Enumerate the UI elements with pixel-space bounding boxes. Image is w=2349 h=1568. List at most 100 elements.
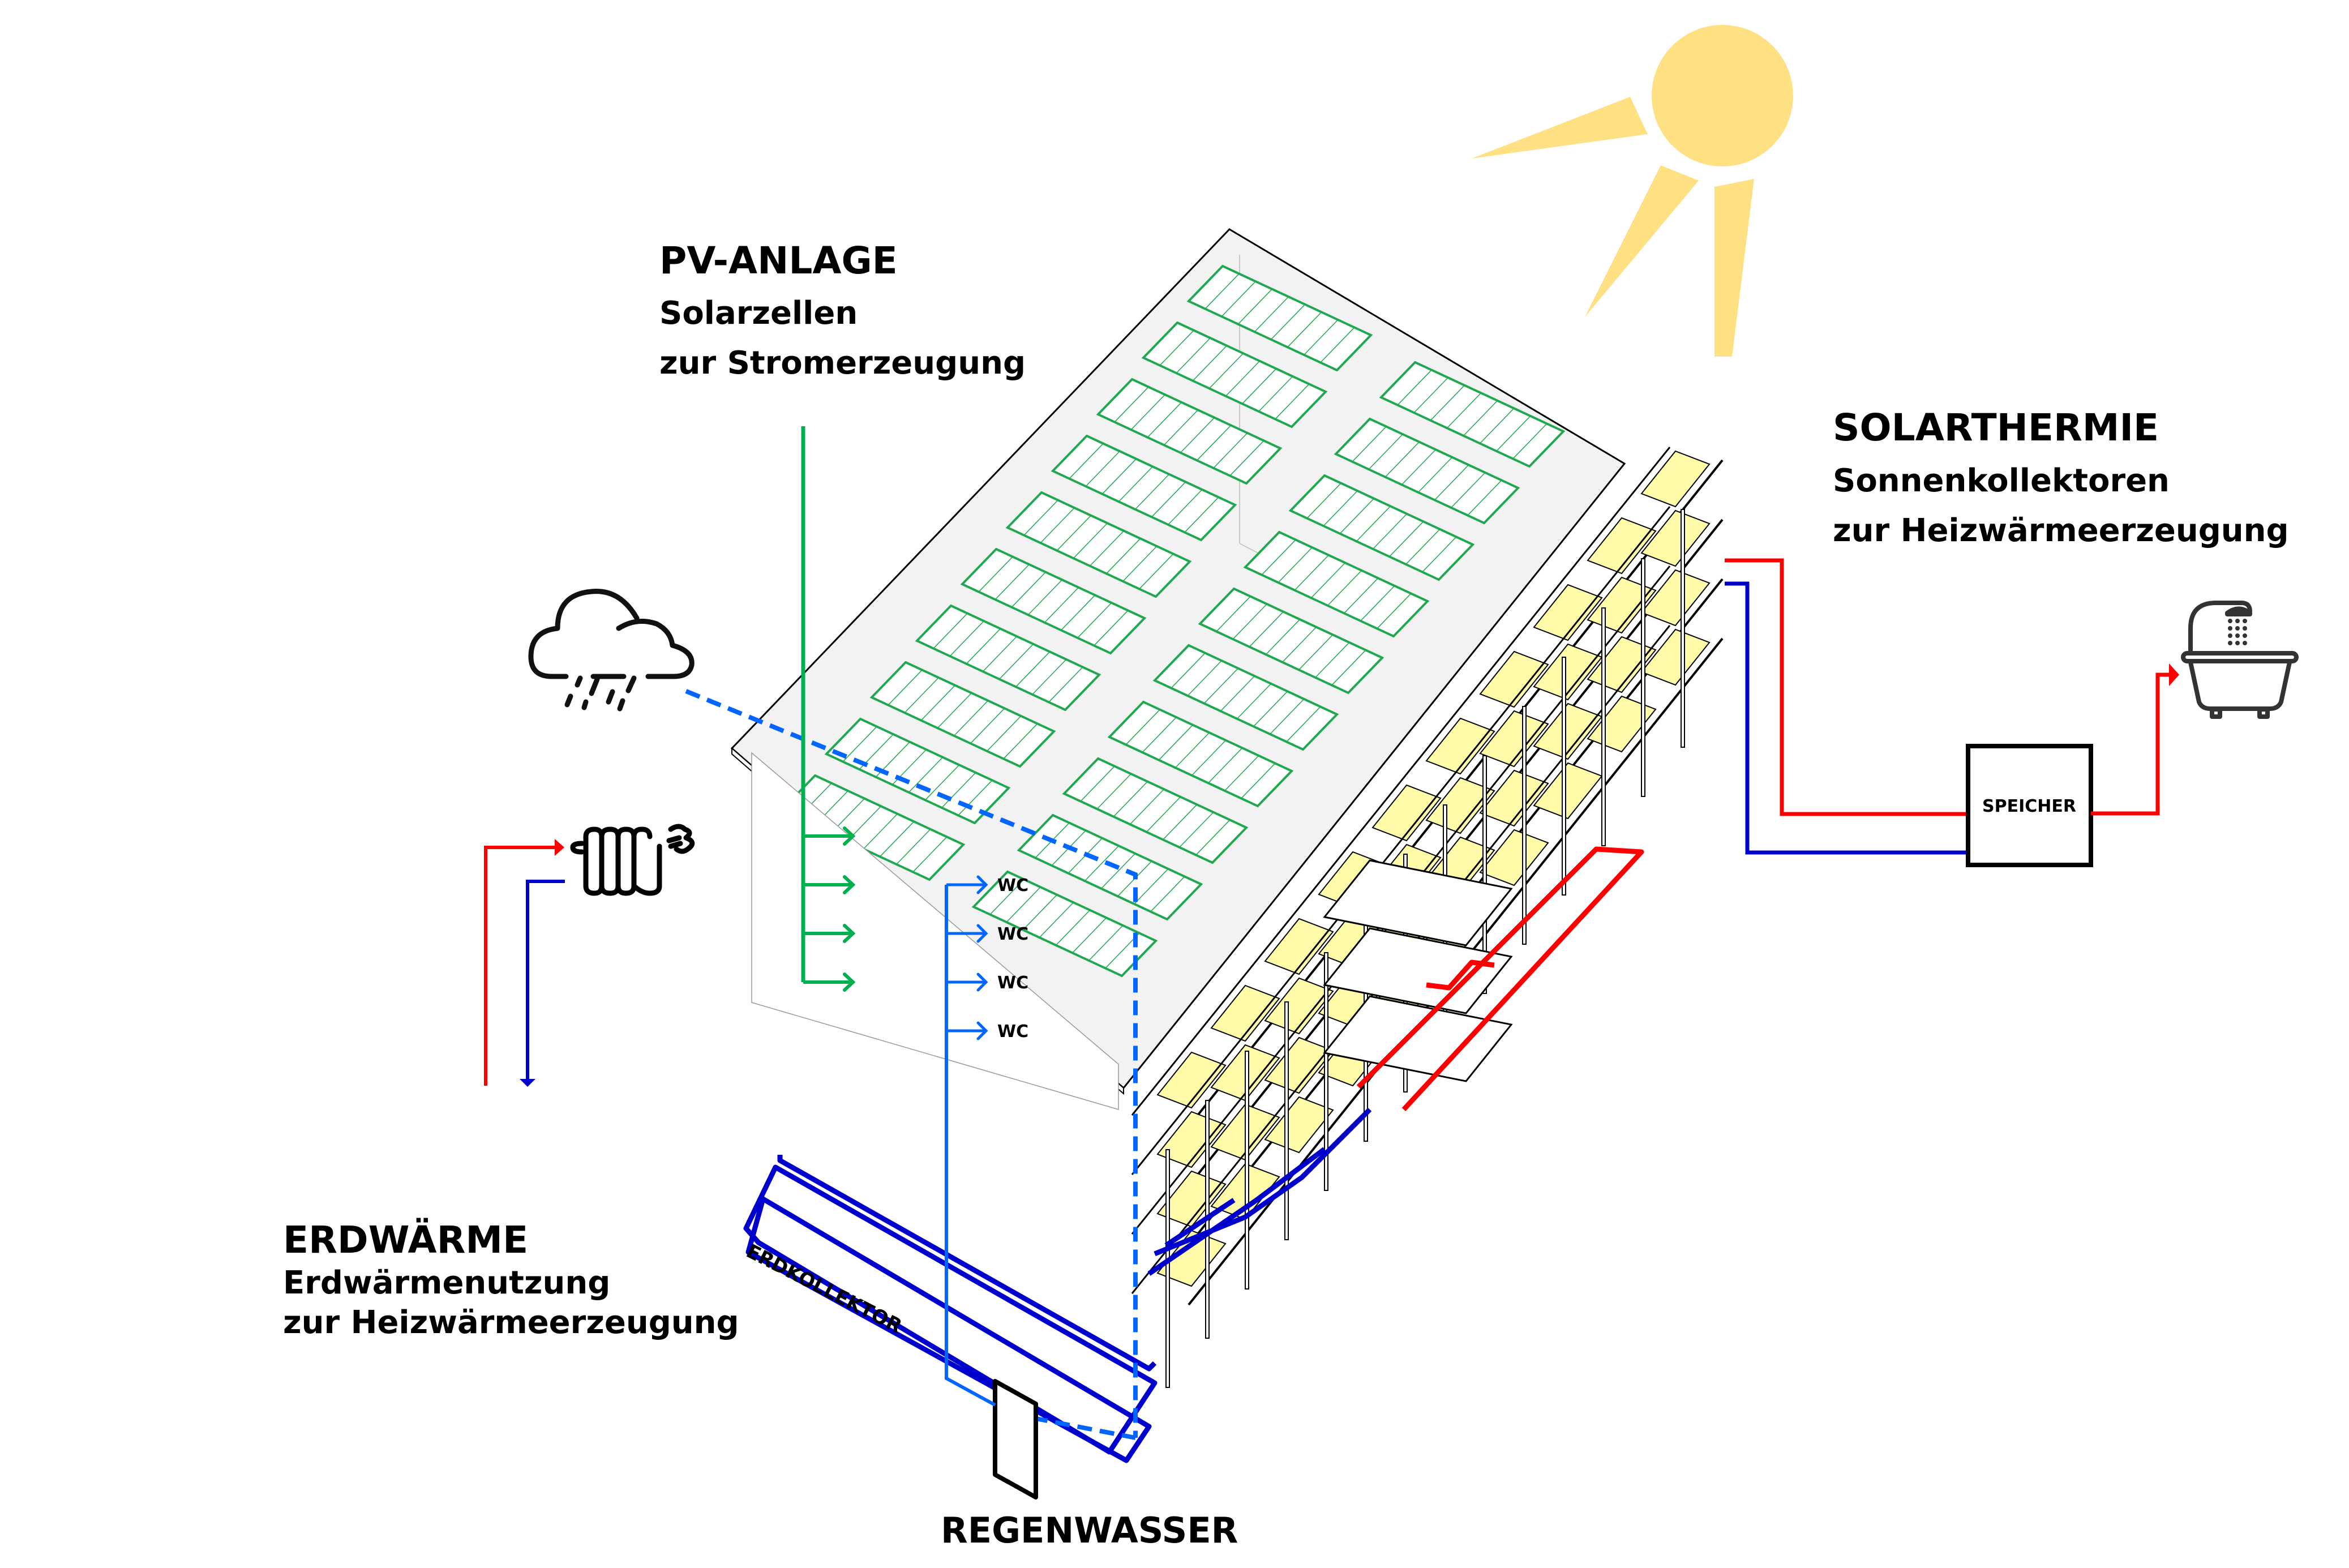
scaffold-post [1245, 1051, 1249, 1289]
solar-collector-panel [1533, 702, 1603, 760]
erdwaerme-label-group: ERDWÄRME Erdwärmenutzung zur Heizwärmeer… [283, 1218, 739, 1341]
scaffold-post [1641, 558, 1645, 797]
solar-cold-pipe [1725, 581, 1968, 855]
pv-outlet-arrow [803, 826, 856, 846]
pv-label-group: PV-ANLAGE Solarzellen zur Stromerzeugung [659, 239, 1026, 382]
solar-hot-pipe [1725, 558, 1968, 816]
scaffold-post [1562, 657, 1566, 896]
solar-collector-panel [1479, 829, 1549, 886]
wc-outlet: WC [946, 972, 1028, 993]
pv-outlet-arrow [803, 875, 856, 894]
pv-module [1017, 813, 1203, 921]
solar-collector-panel [1371, 784, 1442, 842]
scaffold-post [1284, 1001, 1289, 1240]
scaffold-post [1324, 952, 1328, 1191]
pv-subtitle-2: zur Stromerzeugung [659, 345, 1026, 382]
geothermal-hot-pipe [484, 846, 558, 1086]
pv-module [1051, 434, 1237, 542]
geothermal-cold-pipe [526, 880, 565, 1080]
wc-outlet: WC [946, 1021, 1028, 1042]
scaffold-floor [1131, 447, 1724, 1128]
balcony-slab [1323, 927, 1513, 1014]
pv-module [1062, 757, 1249, 864]
solar-collector-panel [1264, 977, 1334, 1035]
solar-collector-panel [1264, 918, 1334, 975]
pv-module [1243, 530, 1430, 638]
solar-collector-panel [1156, 1051, 1227, 1109]
pv-module [960, 547, 1147, 655]
solarthermie-subtitle-1: Sonnenkollektoren [1833, 462, 2170, 499]
solar-collector-panel [1533, 643, 1603, 701]
cistern-tank-icon [993, 1379, 1038, 1500]
pv-module [1141, 321, 1328, 429]
pv-module-array [779, 264, 1566, 978]
solar-collector-panel [1587, 517, 1657, 575]
solarthermie-subtitle-2: zur Heizwärmeerzeugung [1833, 512, 2289, 549]
erdwaerme-subtitle-1: Erdwärmenutzung [283, 1265, 610, 1301]
pv-module [1107, 700, 1294, 808]
arrow-right-icon [2169, 663, 2179, 686]
pv-module [1096, 378, 1283, 485]
storage-tank-box [1966, 744, 2093, 867]
bathtub-shower-icon [2181, 601, 2299, 719]
solar-collector-panel [1640, 628, 1711, 686]
pv-subtitle-1: Solarzellen [659, 295, 858, 332]
erdwaerme-title: ERDWÄRME [283, 1218, 528, 1262]
solar-collector-panel [1533, 584, 1603, 641]
balcony-slab [1323, 995, 1513, 1082]
wc-branches: WC WC WC WC [946, 875, 1028, 1042]
scaffold-post [1165, 1149, 1170, 1388]
pv-title: PV-ANLAGE [659, 239, 898, 282]
scaffold-post [1601, 607, 1606, 846]
pv-module [1379, 361, 1566, 468]
sun-icon [1472, 25, 1793, 357]
solar-collector-scaffold [1131, 447, 1724, 1388]
scaffold-post [1681, 509, 1685, 748]
erdwaerme-subtitle-2: zur Heizwärmeerzeugung [283, 1304, 739, 1341]
pv-outlet-arrow [803, 924, 856, 943]
solar-collector-panel [1264, 1096, 1334, 1154]
wc-label: WC [997, 876, 1028, 896]
rainwater-collection-pipe [685, 689, 1138, 1440]
solar-collector-panel [1640, 450, 1711, 508]
solar-collector-panel [1264, 1036, 1334, 1094]
balcony-slab [1323, 859, 1513, 946]
storage-tank-label: SPEICHER [1982, 796, 2076, 816]
solarthermie-title: SOLARTHERMIE [1833, 406, 2159, 449]
scaffold-post [1522, 706, 1527, 945]
pv-module [1334, 417, 1520, 525]
building-facade [751, 752, 1119, 1110]
heating-pipe-loops [1356, 846, 1644, 1112]
shower-drops [2228, 619, 2247, 645]
solar-collector-panel [1210, 984, 1280, 1042]
pv-module [1198, 587, 1384, 695]
solarthermie-label-group: SOLARTHERMIE Sonnenkollektoren zur Heizw… [1833, 406, 2289, 549]
ground-collector-loops [743, 1107, 1372, 1463]
wc-label: WC [997, 973, 1028, 993]
solar-collector-panel [1640, 509, 1711, 567]
wc-label: WC [997, 1022, 1028, 1042]
pv-module [915, 604, 1101, 712]
pv-module [1152, 644, 1339, 751]
pv-module [869, 661, 1056, 768]
pv-module [1288, 474, 1475, 581]
scaffold-post [1482, 755, 1487, 994]
hot-water-pipe [2091, 672, 2171, 816]
pv-outlets [803, 826, 856, 992]
solar-collector-panel [1640, 569, 1711, 627]
pv-module [1005, 491, 1192, 598]
ground-collector-label: ERDKOLLEKTOR [743, 1240, 906, 1338]
wc-supply-pipe [945, 885, 996, 1407]
rain-cloud-icon [528, 589, 695, 712]
pv-outlet-arrow [803, 972, 856, 992]
arrow-down-icon [520, 1079, 535, 1087]
wc-label: WC [997, 924, 1028, 944]
arrow-right-icon [555, 839, 564, 856]
pv-module [1186, 264, 1373, 372]
wc-outlet: WC [946, 924, 1028, 944]
solar-collector-panel [1479, 650, 1549, 708]
radiator-icon [570, 824, 695, 896]
solar-collector-panel [1533, 762, 1603, 820]
regenwasser-title: REGENWASSER [941, 1510, 1238, 1551]
